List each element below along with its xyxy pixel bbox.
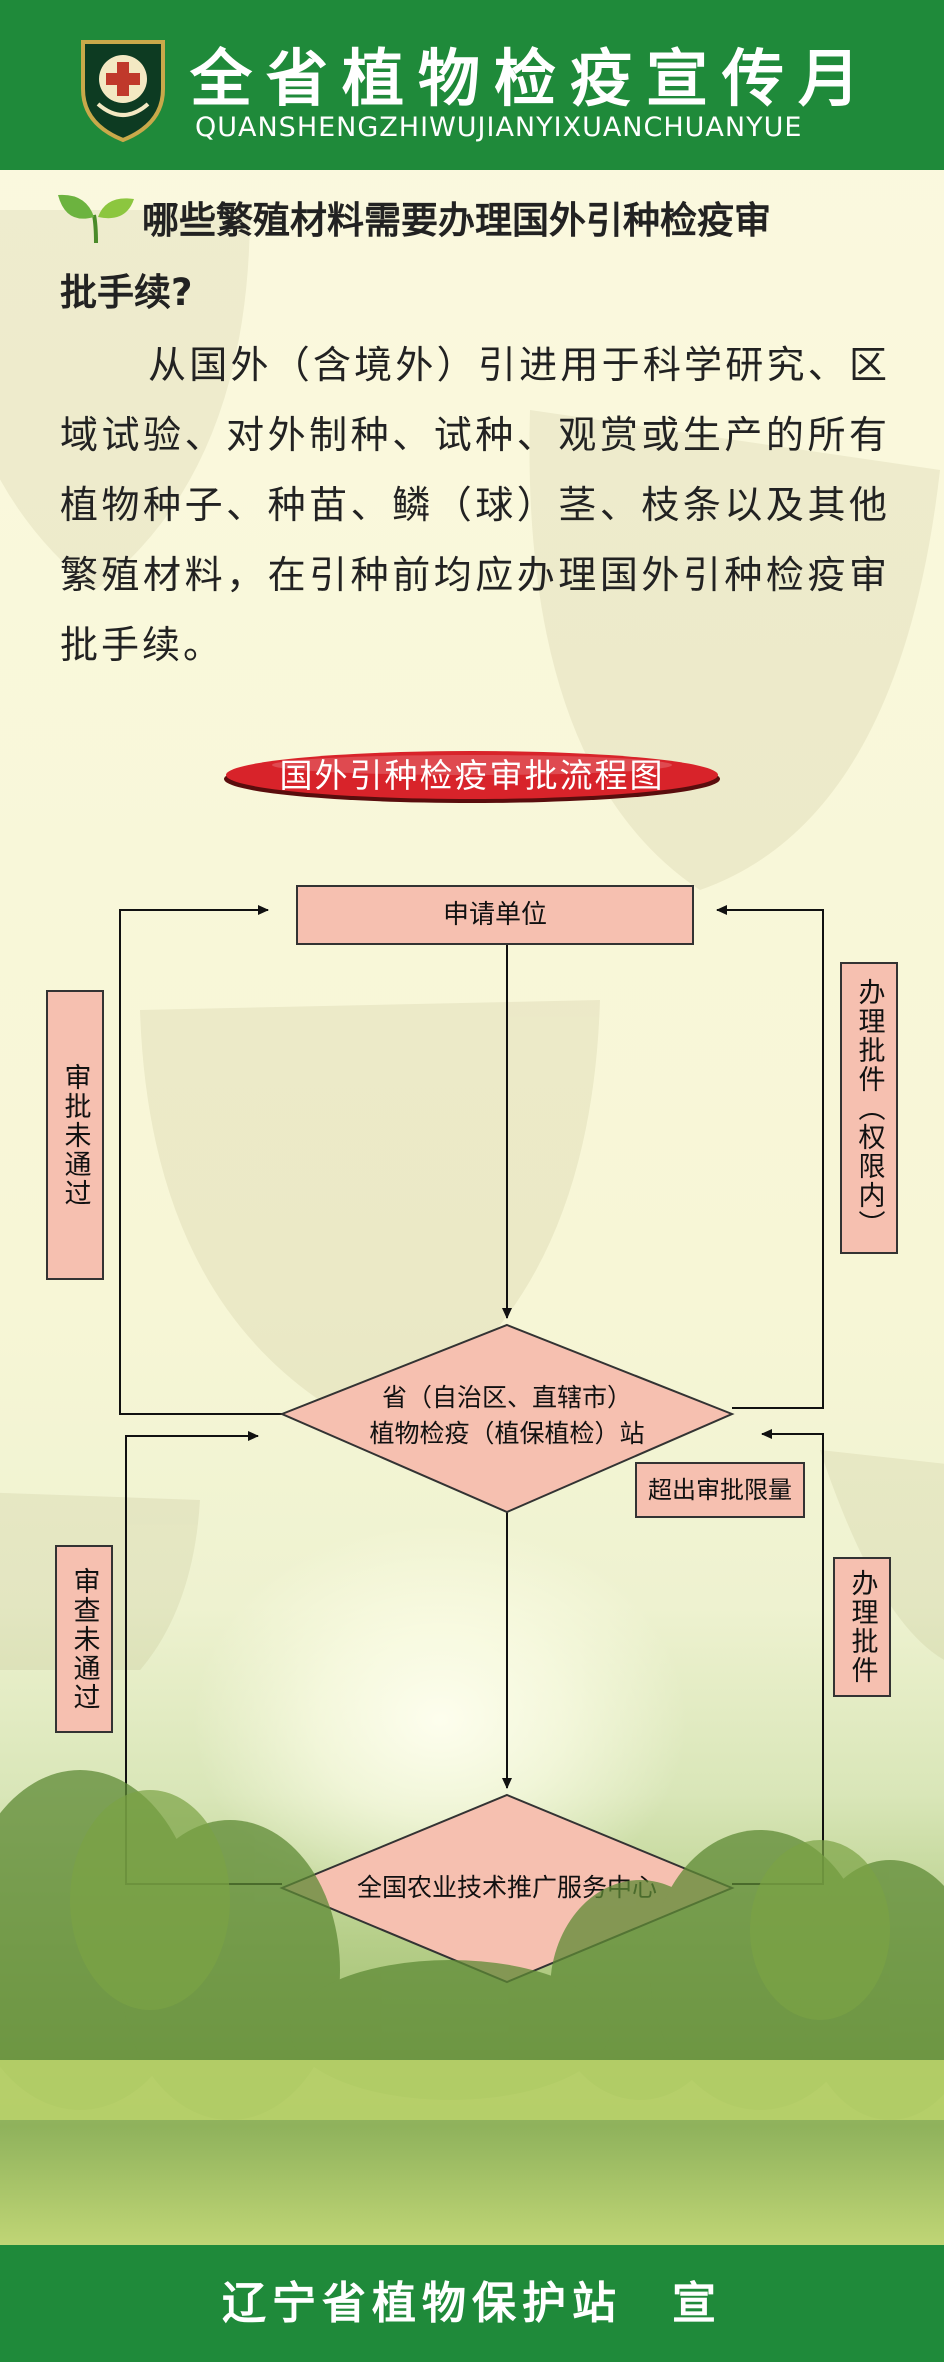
header-bar: 全省植物检疫宣传月 QUANSHENGZHIWUJIANYIXUANCHUANY… [0,0,944,170]
body-paragraph: 从国外（含境外）引进用于科学研究、区域试验、对外制种、试种、观赏或生产的所有植物… [60,343,890,667]
footer-bar: 辽宁省植物保护站 宣 [0,2245,944,2362]
label-not-approved: 审批未通过 [46,990,104,1280]
provincial-station-label: 省（自治区、直辖市） 植物检疫（植保植检）站 [332,1380,682,1452]
applicant-node: 申请单位 [296,885,694,945]
question-line-1: 哪些繁殖材料需要办理国外引种检疫审 [142,199,771,242]
provincial-station-line-2: 植物检疫（植保植检）站 [369,1419,645,1448]
label-handle-within-authority: 办理批件（权限内） [840,962,898,1254]
forest-background [0,1770,944,2120]
label-handle-permit: 办理批件 [833,1557,891,1697]
provincial-station-line-1: 省（自治区、直辖市） [381,1383,632,1412]
sprout-icon [58,194,134,244]
title-ellipse [224,751,720,803]
question-heading: 哪些繁殖材料需要办理国外引种检疫审 批手续? [60,185,890,329]
footer-text: 辽宁省植物保护站 宣 [222,2278,722,2329]
header-subtitle: QUANSHENGZHIWUJIANYIXUANCHUANYUE [195,112,803,143]
label-review-failed: 审查未通过 [55,1545,113,1733]
header-title: 全省植物检疫宣传月 [190,42,875,115]
plant-quarantine-shield-icon [81,40,165,143]
label-exceed-limit: 超出审批限量 [635,1462,805,1518]
question-line-2: 批手续? [60,271,193,314]
provincial-station-diamond [279,1323,735,1514]
flowchart-title-badge: 国外引种检疫审批流程图 [222,747,722,805]
flowchart-title: 国外引种检疫审批流程图 [279,756,665,795]
